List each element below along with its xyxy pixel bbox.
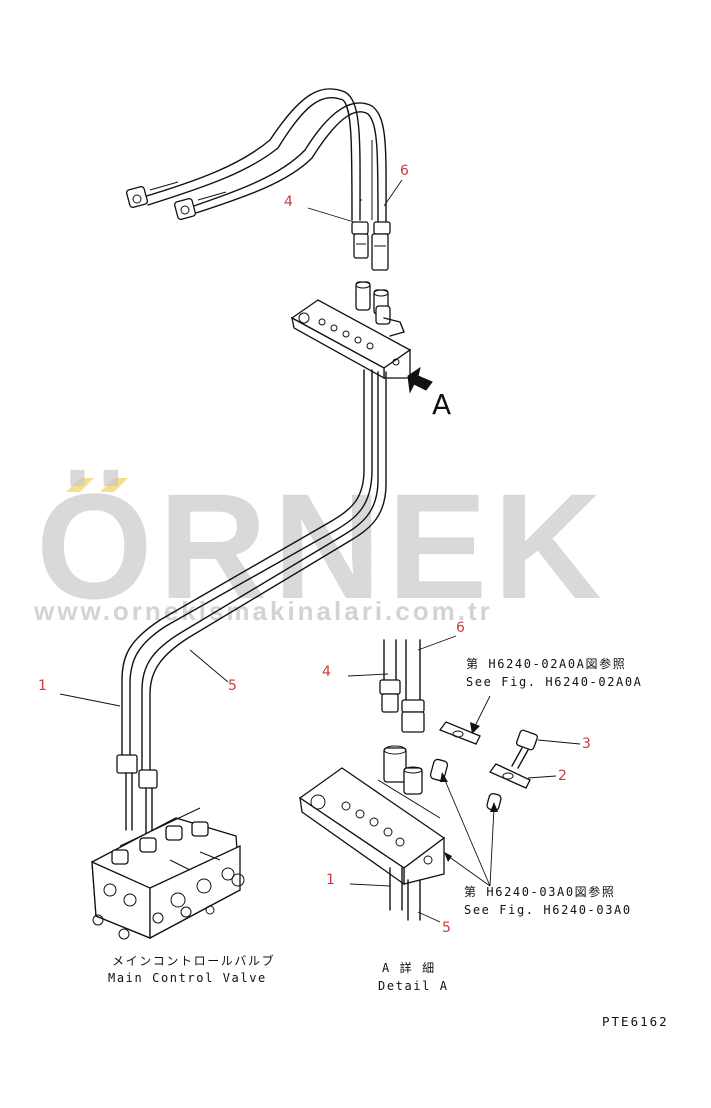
watermark: ÖRNEK www.ornekismakinalari.com.tr bbox=[33, 462, 608, 630]
callout-5-top: 5 bbox=[228, 678, 237, 694]
callout-3-detail: 3 bbox=[582, 736, 591, 752]
ref2-en: See Fig. H6240-03A0 bbox=[464, 903, 632, 917]
main-control-valve bbox=[91, 807, 245, 940]
leader-4-detail bbox=[347, 673, 389, 677]
ref2-jp: 第 H6240-03A0図参照 bbox=[464, 884, 615, 899]
callout-5-detail: 5 bbox=[442, 920, 451, 936]
caption-valve-jp: メインコントロールバルブ bbox=[112, 953, 275, 968]
leader-5-top bbox=[189, 649, 229, 683]
leader-1-detail bbox=[349, 883, 391, 887]
leader-1-top bbox=[59, 693, 121, 707]
callout-6-top: 6 bbox=[400, 163, 409, 179]
view-label-a: A bbox=[432, 388, 451, 421]
callout-2-detail: 2 bbox=[558, 768, 567, 784]
leader-2-detail bbox=[527, 775, 557, 779]
watermark-url: www.ornekismakinalari.com.tr bbox=[33, 596, 493, 626]
detail-a-assembly bbox=[298, 639, 538, 921]
watermark-brand: ÖRNEK bbox=[36, 462, 608, 630]
leader-5-detail bbox=[417, 911, 441, 923]
watermark-accent-left bbox=[66, 478, 94, 492]
ref-arrows-lower bbox=[440, 772, 498, 887]
leader-3-detail bbox=[537, 739, 581, 745]
callout-1-top: 1 bbox=[38, 678, 47, 694]
callout-6-detail: 6 bbox=[456, 620, 465, 636]
caption-valve-en: Main Control Valve bbox=[108, 971, 267, 985]
ref1-jp: 第 H6240-02A0A図参照 bbox=[466, 656, 626, 671]
watermark-accent-right bbox=[100, 478, 128, 492]
hose-pair-top bbox=[126, 88, 391, 271]
caption-detail-en: Detail A bbox=[378, 979, 449, 993]
callout-4-detail: 4 bbox=[322, 664, 331, 680]
pipe-pair-long bbox=[116, 369, 387, 837]
ref-arrows-upper bbox=[470, 695, 491, 734]
view-arrow-a: A bbox=[407, 366, 451, 421]
leader-6-top bbox=[383, 179, 403, 207]
callout-1-detail: 1 bbox=[326, 872, 335, 888]
caption-detail-jp: A 詳 細 bbox=[382, 960, 436, 975]
bracket-top bbox=[290, 281, 412, 380]
ref1-en: See Fig. H6240-02A0A bbox=[466, 675, 643, 689]
callout-4-top: 4 bbox=[284, 194, 293, 210]
leader-4-top bbox=[307, 207, 355, 223]
drawing-code: PTE6162 bbox=[602, 1014, 669, 1029]
leader-6-detail bbox=[417, 635, 457, 651]
